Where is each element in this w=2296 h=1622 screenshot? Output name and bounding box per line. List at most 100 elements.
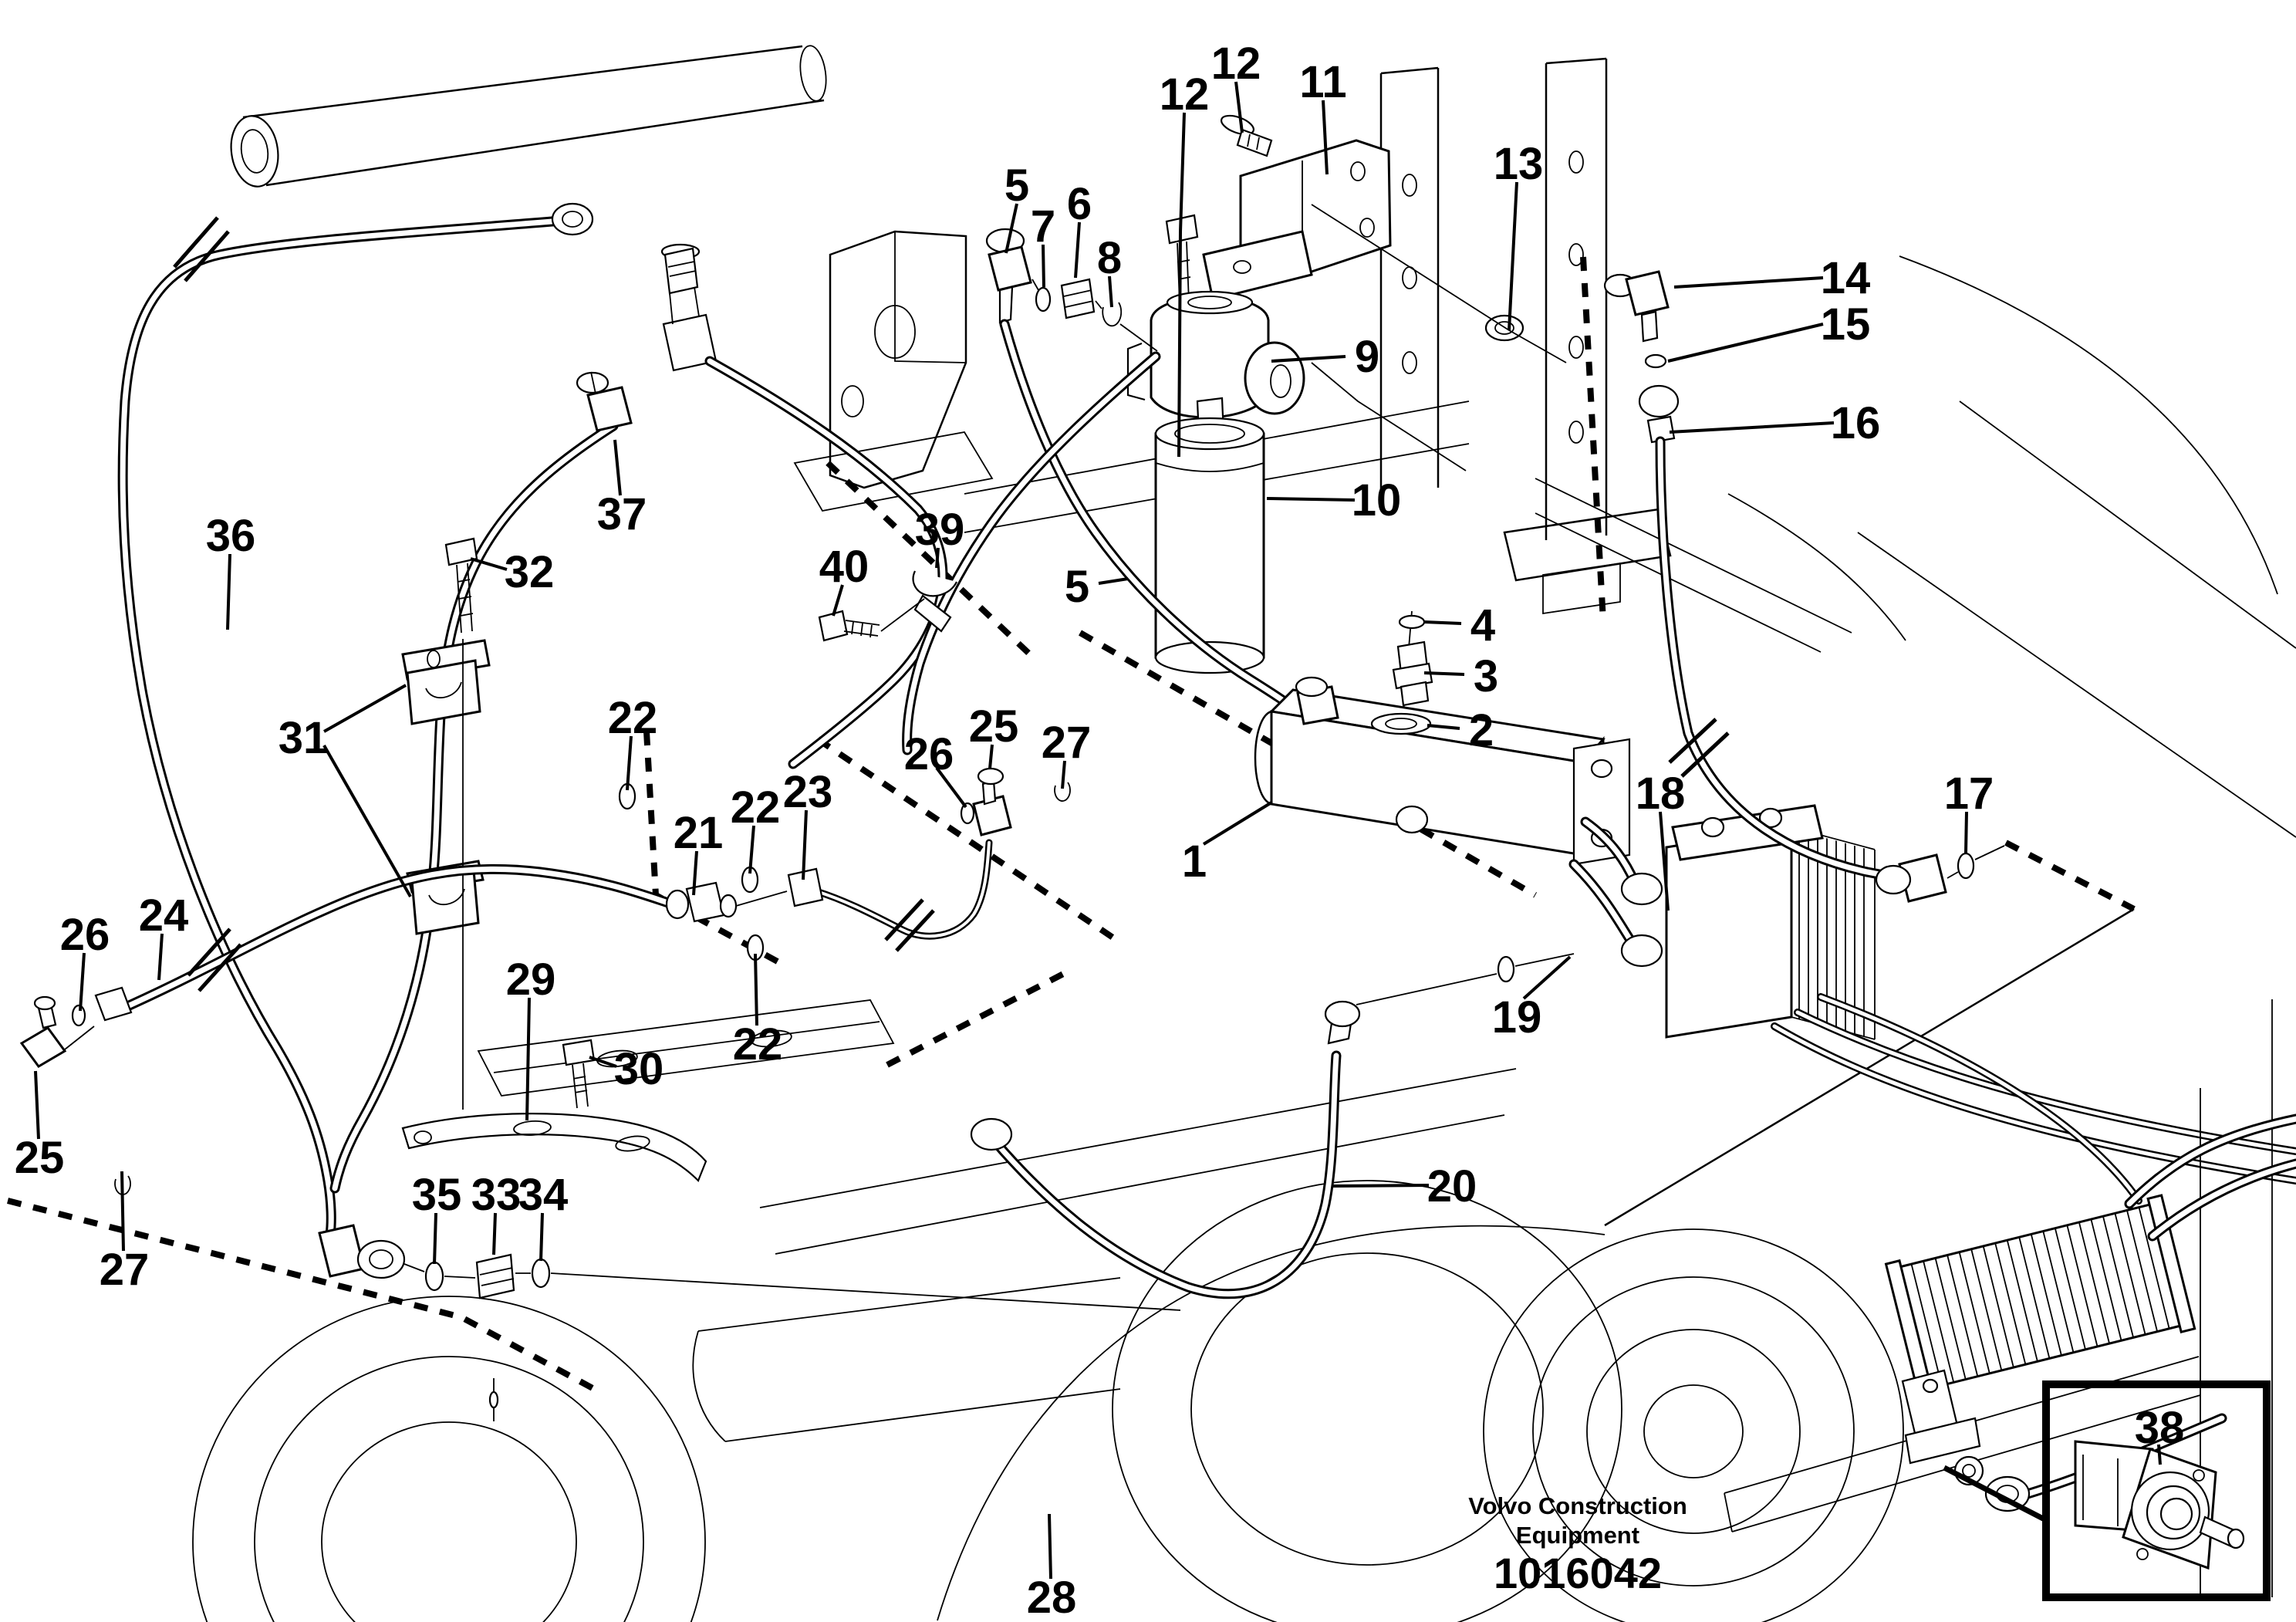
- mounting-bracket: [1202, 139, 1392, 301]
- callout-label-33: 33: [471, 1170, 522, 1220]
- elbow-14: [1603, 270, 1670, 343]
- callout-37: 37: [597, 439, 647, 539]
- callout-leader: [1266, 497, 1356, 502]
- callout-leader: [589, 1056, 617, 1068]
- callout-15: 15: [1667, 299, 1871, 363]
- callout-label-21: 21: [674, 808, 724, 858]
- callout-22: 22: [731, 782, 781, 874]
- callout-leader: [2157, 1444, 2162, 1465]
- callout-leader: [1423, 620, 1462, 625]
- callout-3: 3: [1423, 651, 1498, 701]
- callout-leader: [1108, 275, 1113, 308]
- inset-frame: [2042, 1380, 2271, 1601]
- callout-label-6: 6: [1067, 179, 1092, 229]
- clamp-39: [912, 570, 957, 633]
- washer-35: [424, 1261, 444, 1292]
- callout-25: 25: [969, 701, 1019, 769]
- hose-16-assembly: [1603, 270, 2005, 903]
- cooler-port-nut-upper: [1620, 872, 1663, 906]
- callout-leader: [120, 1171, 125, 1252]
- callout-label-32: 32: [505, 547, 555, 597]
- callout-leader: [323, 684, 407, 733]
- callout-label-18: 18: [1636, 769, 1686, 819]
- callout-label-22: 22: [731, 782, 781, 833]
- snap-ring-8: [1102, 302, 1123, 327]
- callout-label-2: 2: [1469, 705, 1494, 755]
- callout-leader: [157, 933, 164, 981]
- elbow-25a: [19, 995, 67, 1068]
- callout-leader: [613, 439, 622, 496]
- callout-leader: [226, 553, 231, 630]
- ring-27a: [114, 1175, 131, 1195]
- callout-label-5: 5: [1065, 562, 1089, 612]
- callout-22: 22: [608, 693, 657, 791]
- mid-fittings: [618, 767, 1071, 961]
- callout-leader: [322, 745, 412, 897]
- callout-leader: [1177, 112, 1186, 458]
- callout-leader: [1522, 955, 1572, 1000]
- hose-break-mark: [173, 216, 230, 282]
- callout-label-25: 25: [15, 1133, 65, 1183]
- callout-35: 35: [412, 1170, 461, 1265]
- fittings-5-7-6-8: [985, 228, 1158, 352]
- callout-8: 8: [1097, 233, 1122, 308]
- nipple-3: [1392, 640, 1433, 707]
- nipple-33: [475, 1253, 515, 1299]
- callout-leader: [525, 997, 531, 1121]
- callout-30: 30: [589, 1044, 663, 1094]
- bottom-left-fittings: [19, 863, 1181, 1311]
- callout-17: 17: [1944, 769, 1994, 854]
- callout-leader: [1508, 181, 1518, 331]
- brand-line1: Volvo Construction: [1468, 1492, 1687, 1519]
- washer-34: [531, 1258, 551, 1289]
- callout-leader: [1427, 724, 1460, 730]
- callout-label-8: 8: [1097, 233, 1122, 283]
- callout-13: 13: [1494, 139, 1543, 331]
- callout-leader: [692, 850, 698, 896]
- callout-22: 22: [733, 953, 782, 1070]
- callout-36: 36: [206, 511, 256, 630]
- footer: Volvo Construction Equipment 1016042: [1468, 1492, 1687, 1597]
- callout-leader: [988, 744, 994, 769]
- callout-label-27: 27: [1042, 718, 1092, 768]
- callout-label-7: 7: [1031, 201, 1055, 252]
- callout-label-36: 36: [206, 511, 256, 561]
- clip-27b: [1054, 782, 1071, 802]
- callout-29: 29: [506, 955, 555, 1121]
- callout-label-37: 37: [597, 489, 647, 539]
- chassis-bracket-plate: [477, 999, 895, 1097]
- hose36-nut: [551, 202, 594, 236]
- callout-14: 14: [1673, 253, 1870, 303]
- callout-leader: [1042, 244, 1045, 288]
- callout-leader: [1669, 421, 1835, 434]
- callout-label-26: 26: [60, 910, 110, 960]
- callout-label-25: 25: [969, 701, 1019, 752]
- callout-label-15: 15: [1821, 299, 1871, 350]
- right-wheel-hub: [1483, 1228, 1904, 1622]
- callout-leader: [1322, 100, 1329, 175]
- nipple-6: [1060, 278, 1096, 319]
- callout-28: 28: [1027, 1513, 1076, 1622]
- callout-2: 2: [1427, 705, 1494, 755]
- callout-label-38: 38: [2135, 1403, 2185, 1453]
- elbow-5: [985, 228, 1032, 324]
- callout-leader: [1667, 323, 1824, 363]
- callout-leader: [1061, 760, 1066, 789]
- callout-label-23: 23: [783, 767, 833, 817]
- hose-bundle: [1771, 993, 2296, 1205]
- callout-31: 31: [279, 684, 412, 897]
- callout-leader: [802, 809, 808, 880]
- clamp-31-upper: [401, 639, 491, 725]
- left-hoses: [117, 202, 633, 1240]
- callout-12: 12: [1211, 39, 1261, 133]
- callout-21: 21: [674, 808, 724, 896]
- callout-label-40: 40: [819, 542, 869, 592]
- callout-label-10: 10: [1352, 475, 1402, 525]
- callout-9: 9: [1271, 332, 1379, 382]
- callout-4: 4: [1423, 600, 1495, 650]
- callout-34: 34: [518, 1170, 568, 1262]
- callout-26: 26: [904, 729, 967, 809]
- sensor-38: [2074, 1440, 2245, 1570]
